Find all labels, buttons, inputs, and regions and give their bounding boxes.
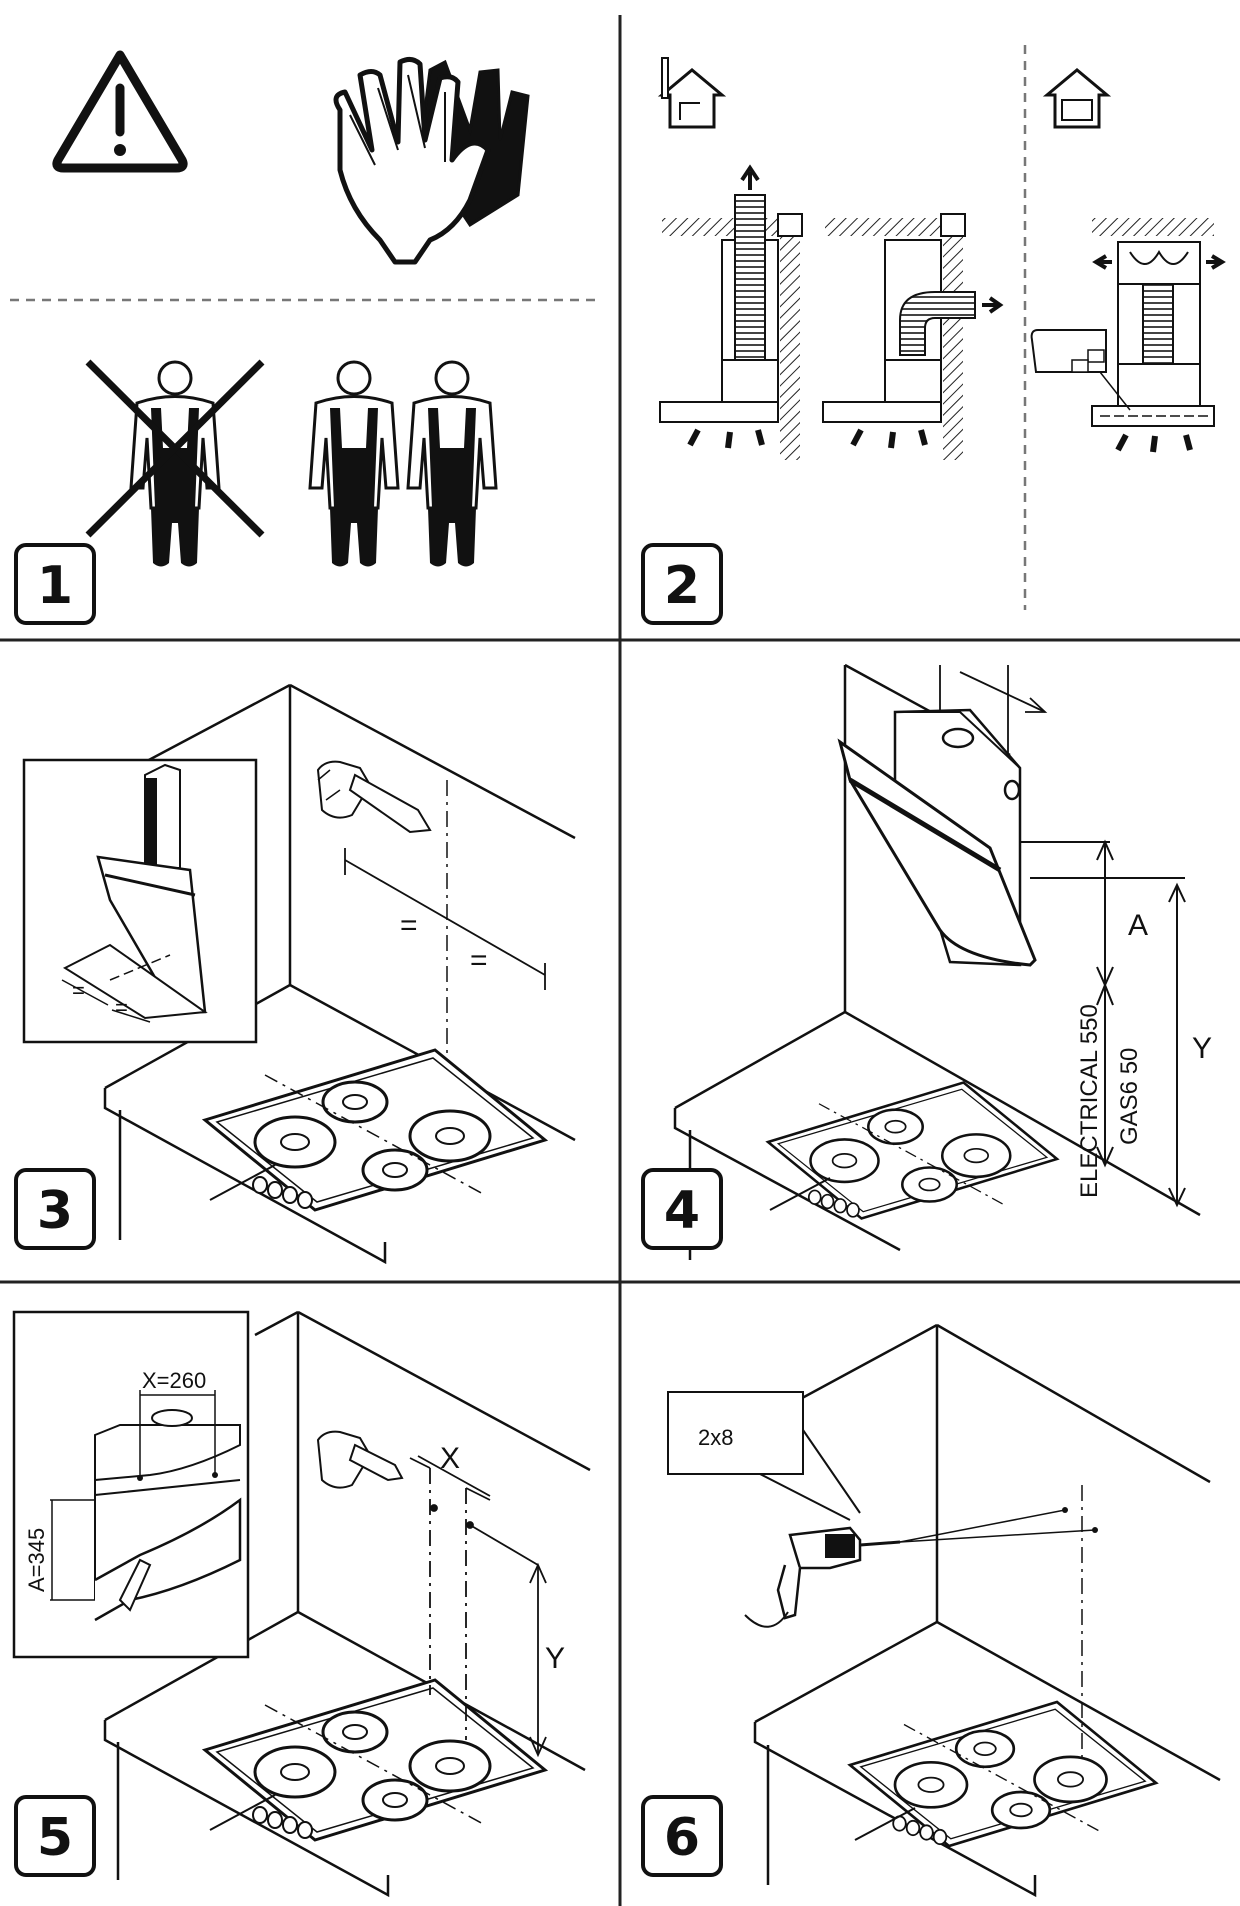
step-badge-2: 2 bbox=[641, 543, 723, 625]
marking-hand-pencil-icon-5 bbox=[316, 1430, 404, 1489]
power-drill-icon-6 bbox=[744, 1507, 1098, 1628]
recirculation-house-icon bbox=[1042, 68, 1112, 129]
screw-spec-label-6: 2x8 bbox=[698, 1425, 733, 1450]
eq-left-3: = bbox=[400, 909, 418, 942]
step-number-1: 1 bbox=[37, 556, 73, 616]
kitchen-corner bbox=[103, 683, 576, 1265]
step-badge-3: 3 bbox=[14, 1168, 96, 1250]
inset-dim-a-5: A=345 bbox=[24, 1528, 49, 1592]
dim-label-a-4: A bbox=[1128, 909, 1148, 942]
step-badge-1: 1 bbox=[14, 543, 96, 625]
dim-label-y-4: Y bbox=[1192, 1032, 1212, 1065]
step-badge-6: 6 bbox=[641, 1795, 723, 1877]
inset-dim-x-5: X=260 bbox=[142, 1368, 206, 1393]
dim-label-y-5: Y bbox=[545, 1642, 565, 1675]
cooktop-3-leader bbox=[209, 1164, 276, 1201]
ducted-vertical-diagram bbox=[659, 164, 803, 460]
step-number-3: 3 bbox=[37, 1181, 73, 1241]
ducted-house-icon bbox=[657, 57, 727, 129]
panel-2: 2 bbox=[641, 45, 1226, 625]
height-dimension-y-4 bbox=[1030, 877, 1186, 1208]
panel-6: 2x8 6 bbox=[641, 1323, 1221, 1898]
eq-right-3: = bbox=[470, 944, 488, 977]
hood-inset-5: X=260 A=345 bbox=[12, 1310, 250, 1659]
single-installer-crossed-icon bbox=[85, 359, 265, 568]
step-number-2: 2 bbox=[664, 556, 700, 616]
hood-inset-3: = = bbox=[22, 758, 258, 1044]
marking-hand-pencil-icon-3 bbox=[316, 760, 432, 834]
clearance-gas-4: GAS6 50 bbox=[1116, 1048, 1143, 1145]
inset-eq-right: = bbox=[115, 995, 128, 1020]
equal-spacing-dimension-3 bbox=[344, 848, 546, 990]
recirculation-diagram bbox=[1030, 218, 1226, 453]
panel-3: = = = = 3 bbox=[14, 683, 576, 1265]
warning-icon bbox=[52, 50, 188, 173]
cooktop-5-leader bbox=[209, 1794, 276, 1831]
depth-dimension-4 bbox=[939, 665, 1048, 755]
step-number-6: 6 bbox=[664, 1808, 700, 1868]
clearance-electrical-4: ELECTRICAL 550 bbox=[1076, 1004, 1103, 1198]
hood-4 bbox=[837, 708, 1037, 967]
panel-1: 1 bbox=[10, 50, 595, 625]
cooktop-6-leader bbox=[854, 1807, 916, 1841]
step-badge-4: 4 bbox=[641, 1168, 723, 1250]
panel-grid bbox=[0, 15, 1240, 1906]
panel-4: A Y ELECTRICAL 550 GAS6 50 4 bbox=[641, 663, 1212, 1260]
dim-label-x-5: X bbox=[440, 1442, 460, 1475]
cooktop-4-leader bbox=[769, 1177, 831, 1211]
ducted-horizontal-diagram bbox=[822, 213, 1004, 460]
panel-5: X=260 A=345 X Y 5 bbox=[12, 1310, 591, 1898]
safety-gloves-icon bbox=[333, 56, 530, 265]
hole-spacing-dimension-5 bbox=[409, 1455, 547, 1758]
screw-callout-6: 2x8 bbox=[667, 1391, 861, 1521]
step-number-5: 5 bbox=[37, 1808, 73, 1868]
step-badge-5: 5 bbox=[14, 1795, 96, 1877]
step-number-4: 4 bbox=[664, 1181, 700, 1241]
inset-eq-left: = bbox=[72, 978, 85, 1003]
